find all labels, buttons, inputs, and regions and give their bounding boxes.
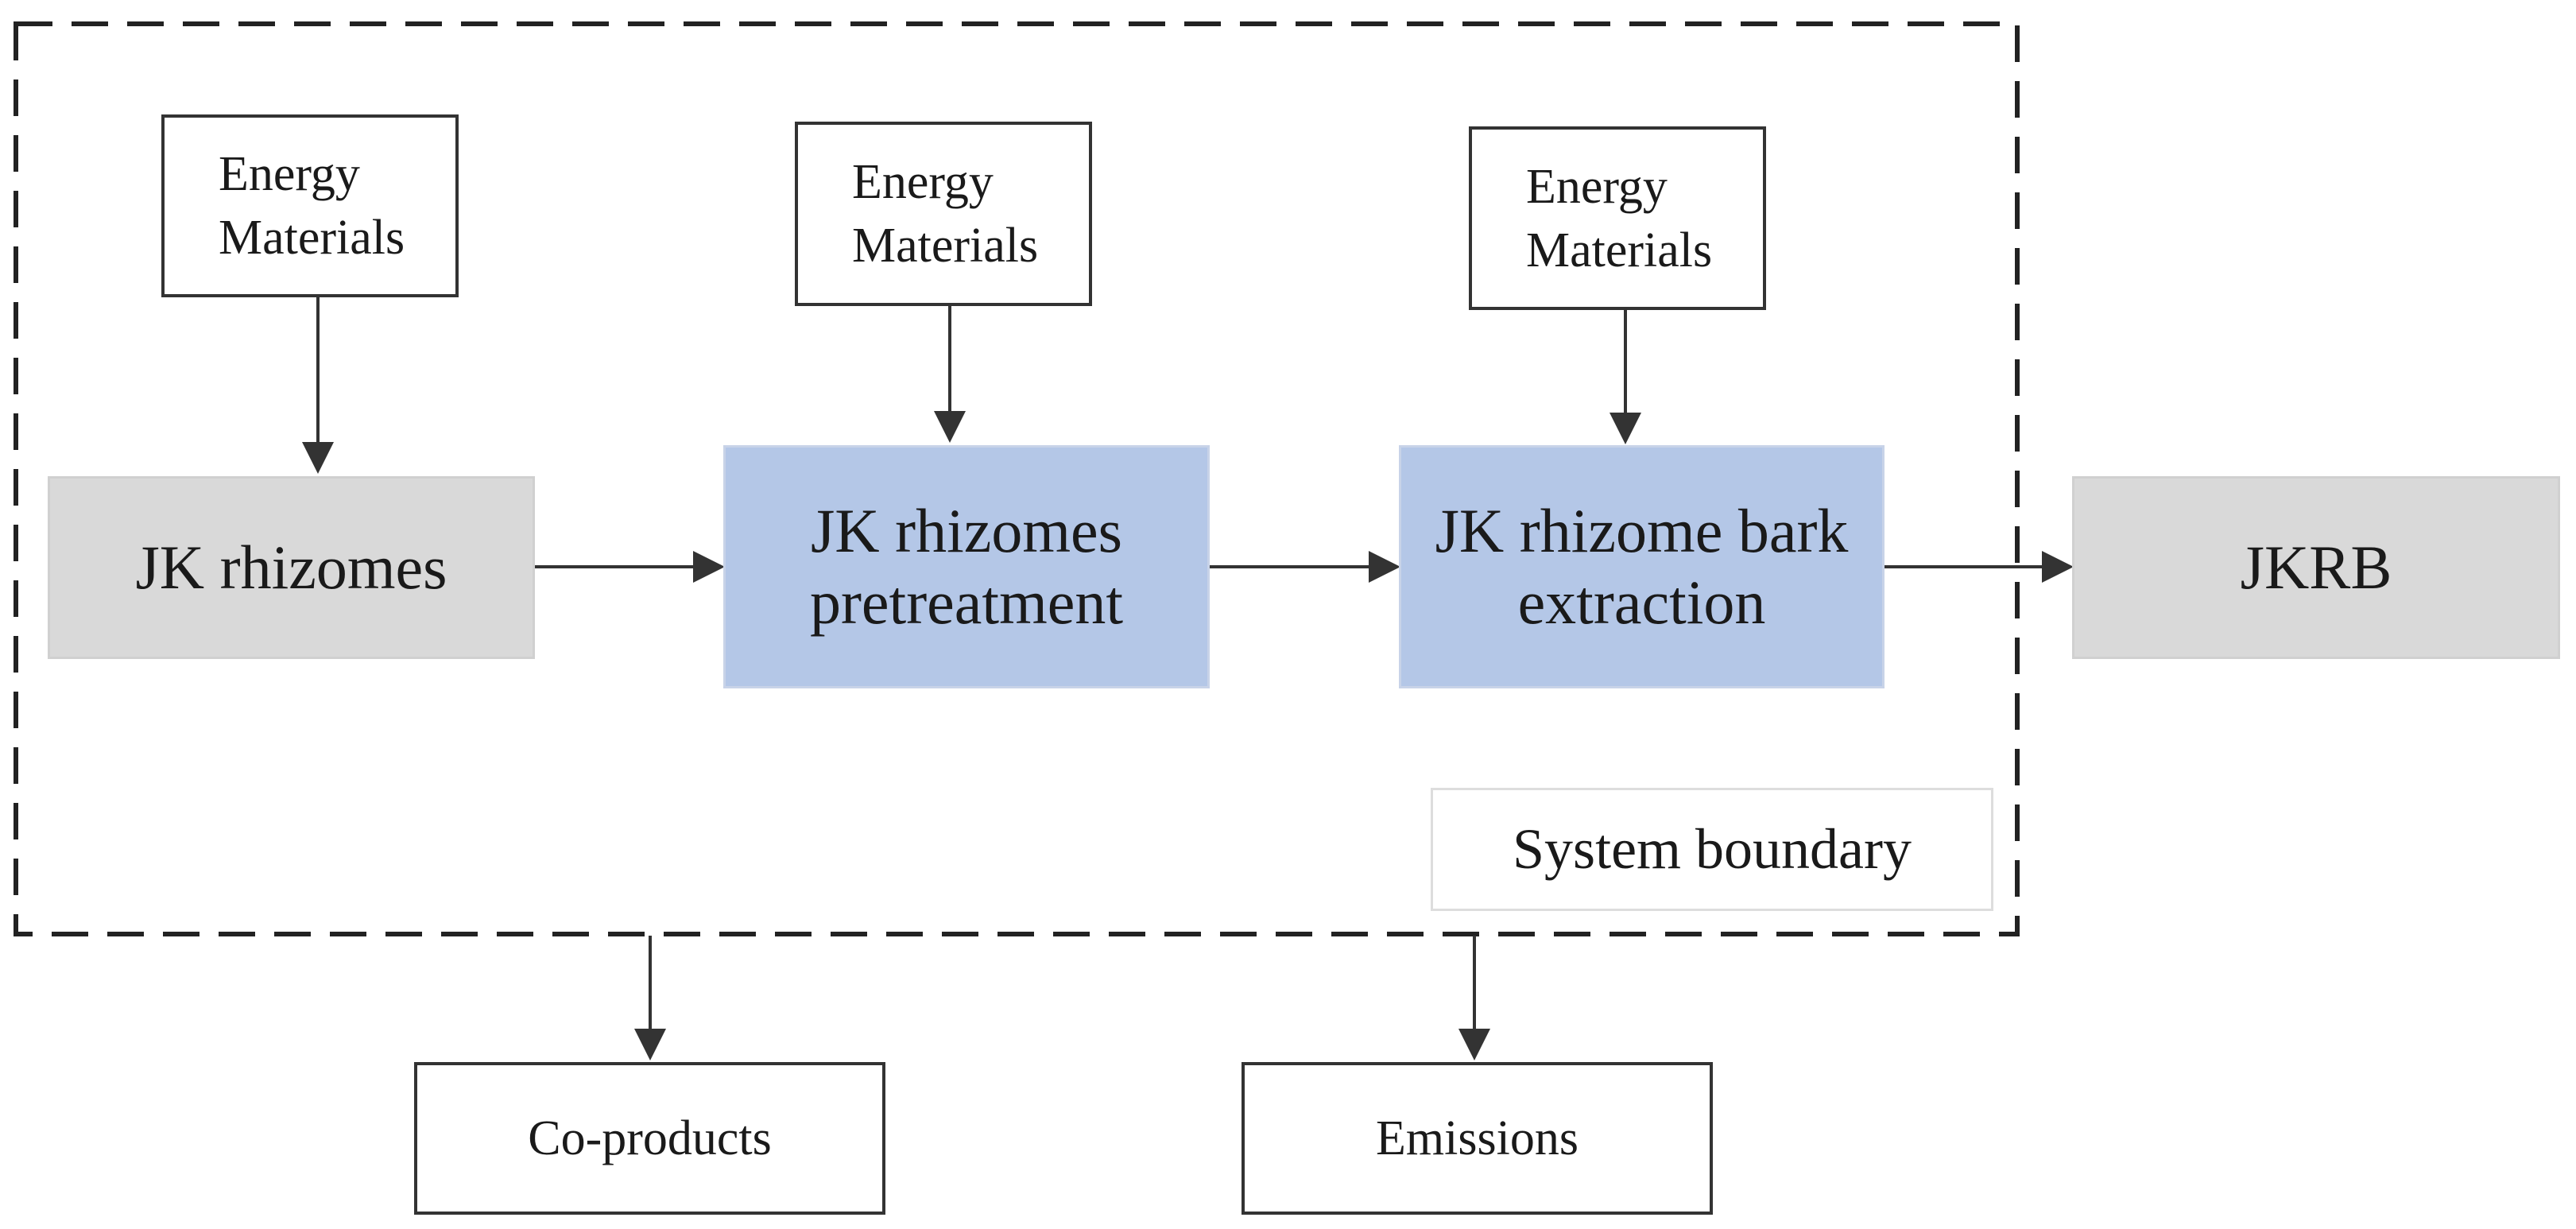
product-jkrb: JKRB xyxy=(2072,476,2560,659)
co-products-label: Co-products xyxy=(528,1111,772,1165)
system-boundary-frame xyxy=(14,21,2020,936)
stage-3-label-2: extraction xyxy=(1517,568,1766,637)
stage-bark-extraction: JK rhizome bark extraction xyxy=(1399,445,1885,688)
input-2-energy: Energy xyxy=(852,155,994,209)
input-box-1: Energy Materials xyxy=(161,114,459,297)
input-2-materials: Materials xyxy=(852,219,1039,273)
input-1-materials: Materials xyxy=(219,211,405,265)
input-3-energy: Energy xyxy=(1526,159,1668,214)
input-1-energy: Energy xyxy=(219,147,360,201)
system-boundary-text: System boundary xyxy=(1513,817,1912,881)
stage-raw-jk-rhizomes: JK rhizomes xyxy=(48,476,535,659)
input-box-2: Energy Materials xyxy=(795,122,1092,306)
emissions-label: Emissions xyxy=(1376,1111,1579,1165)
product-label: JKRB xyxy=(2240,533,2392,602)
output-emissions: Emissions xyxy=(1242,1062,1713,1215)
stage-pretreatment: JK rhizomes pretreatment xyxy=(723,445,1210,688)
stage-1-label: JK rhizomes xyxy=(135,533,447,602)
stage-2-label-1: JK rhizomes xyxy=(810,496,1123,565)
input-3-materials: Materials xyxy=(1526,223,1713,277)
stage-3-label-1: JK rhizome bark xyxy=(1435,496,1849,565)
input-box-3: Energy Materials xyxy=(1469,126,1766,310)
system-boundary-label: System boundary xyxy=(1431,788,1993,911)
output-co-products: Co-products xyxy=(414,1062,885,1215)
stage-2-label-2: pretreatment xyxy=(809,568,1124,637)
